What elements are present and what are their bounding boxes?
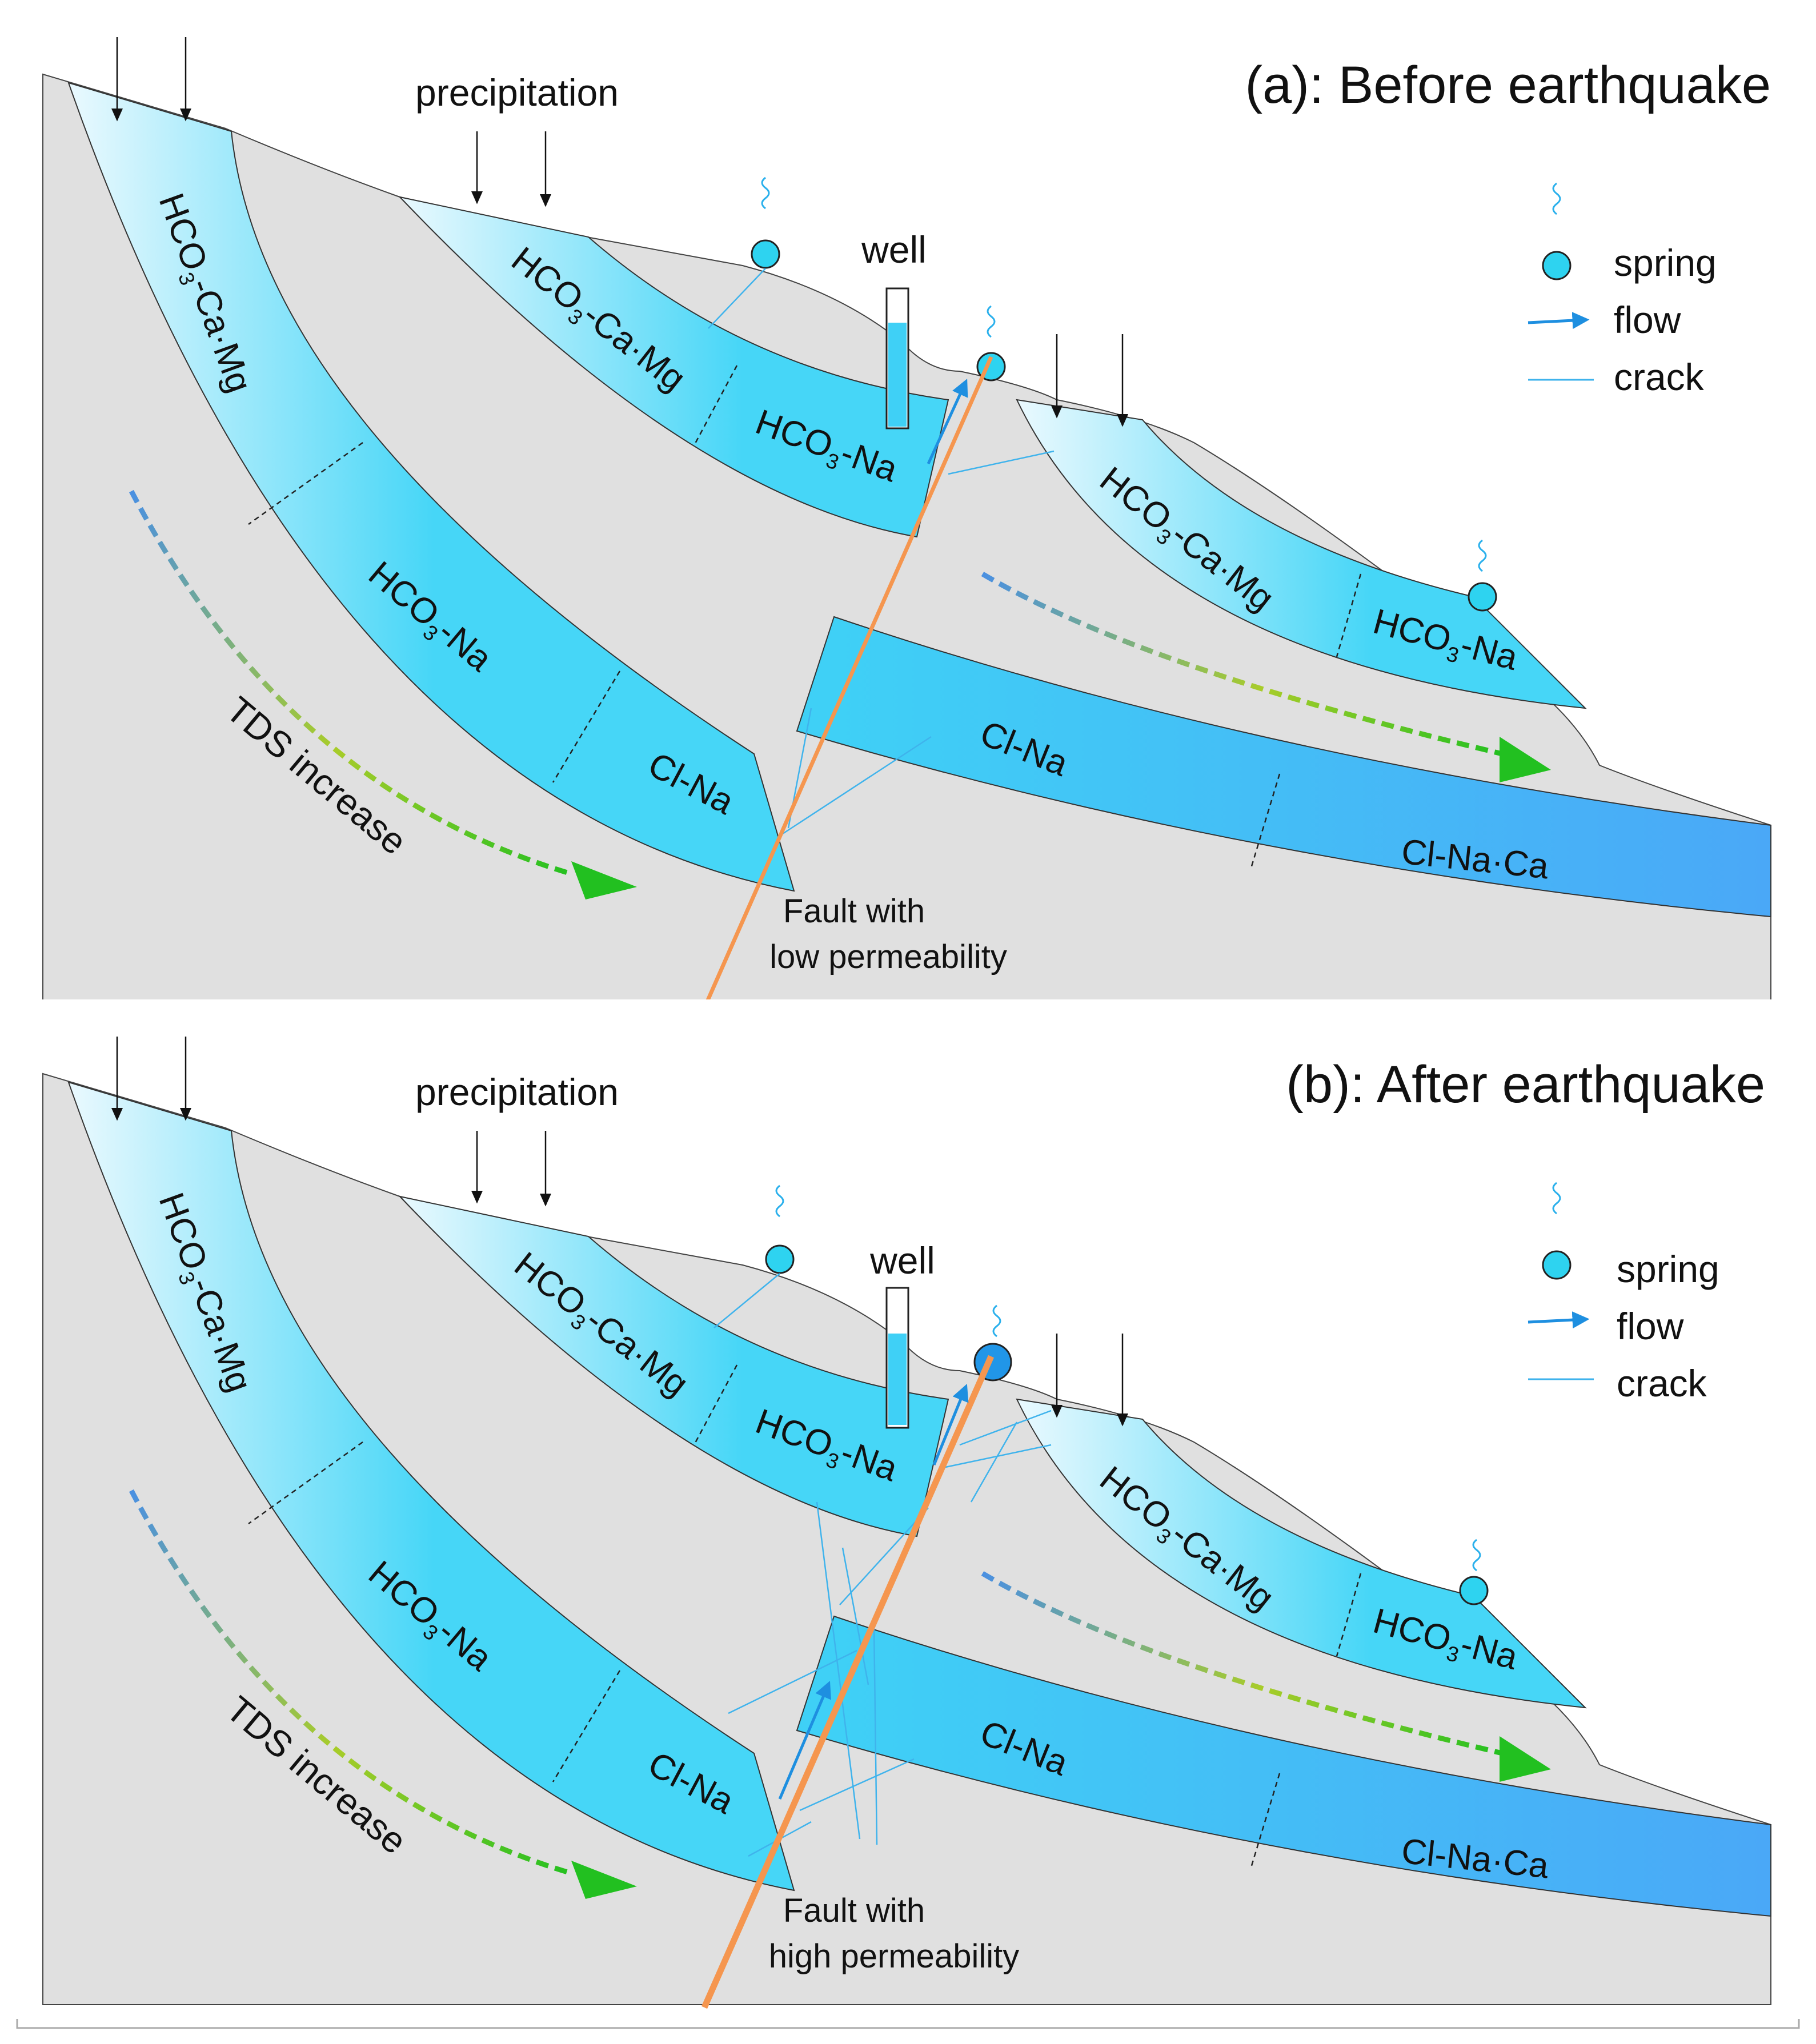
precipitation-label: precipitation <box>415 71 619 114</box>
panel-title: (b): After earthquake <box>1286 1055 1765 1114</box>
legend-crack-label: crack <box>1614 356 1705 398</box>
fault-label-line2: high permeability <box>769 1938 1019 1975</box>
springs <box>765 1184 1489 1605</box>
precipitation-label: precipitation <box>415 1071 619 1113</box>
panel-b: (b): After earthquake precipitation well… <box>0 999 1816 2019</box>
legend-spring-label: spring <box>1614 242 1717 284</box>
flow-arrow-icon <box>932 1384 969 1465</box>
fault-label-line1: Fault with <box>783 893 925 930</box>
spring-icon <box>1468 582 1497 612</box>
legend-flow-label: flow <box>1614 299 1681 341</box>
spring-icon <box>765 1244 795 1274</box>
well-label: well <box>869 1239 935 1282</box>
fault-label-line1: Fault with <box>783 1892 925 1929</box>
flow-arrow-icon <box>778 1681 832 1800</box>
fault-line <box>702 356 993 1009</box>
spring-icon <box>751 239 780 269</box>
spring-icon <box>1459 1576 1489 1605</box>
fault-label-line2: low permeability <box>769 938 1007 975</box>
cracks <box>708 268 1055 835</box>
fault-line <box>701 1355 995 2009</box>
well-label: well <box>861 228 927 271</box>
panel-a: (a): Before earthquake precipitation wel… <box>0 0 1816 1019</box>
legend-flow-label: flow <box>1617 1305 1684 1347</box>
panel-title: (a): Before earthquake <box>1245 56 1771 114</box>
legend-spring-label: spring <box>1617 1248 1719 1290</box>
flow-arrow-icon <box>927 379 968 465</box>
legend-crack-label: crack <box>1617 1362 1707 1404</box>
